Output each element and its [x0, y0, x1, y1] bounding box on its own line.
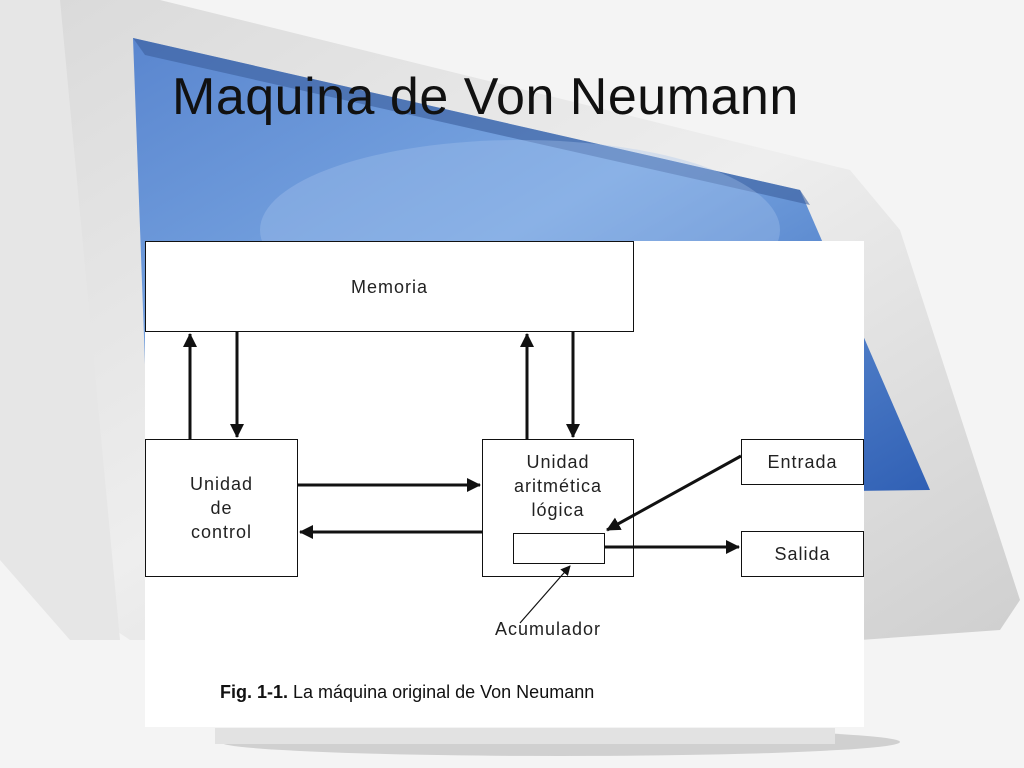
control-unit-box: Unidad de control [145, 439, 298, 577]
accumulator-pointer-arrow [519, 565, 571, 624]
alu-label-line3: lógica [531, 500, 585, 520]
slide-title: Maquina de Von Neumann [172, 68, 799, 126]
figure-caption-text: La máquina original de Von Neumann [288, 682, 595, 702]
accumulator-label: Acumulador [495, 619, 602, 639]
von-neumann-diagram: Memoria Unidad de control Unidad aritmét… [145, 241, 864, 727]
input-label: Entrada [767, 452, 838, 472]
alu-label-line2: aritmética [513, 476, 603, 496]
alu-label-line1: Unidad [526, 452, 590, 472]
output-label: Salida [774, 544, 831, 564]
output-box: Salida [741, 531, 864, 577]
control-unit-label-line3: control [190, 522, 253, 542]
control-unit-label-line1: Unidad [189, 474, 254, 494]
input-box: Entrada [741, 439, 864, 485]
arrow-input-to-alu [606, 454, 742, 532]
memory-label: Memoria [350, 276, 428, 297]
accumulator-register [513, 533, 605, 564]
control-unit-label-line2: de [210, 498, 233, 518]
memory-box: Memoria [145, 241, 634, 332]
figure-caption: Fig. 1-1. La máquina original de Von Neu… [220, 682, 594, 703]
figure-caption-number: Fig. 1-1. [220, 682, 289, 702]
diagram-arrows [183, 332, 742, 624]
